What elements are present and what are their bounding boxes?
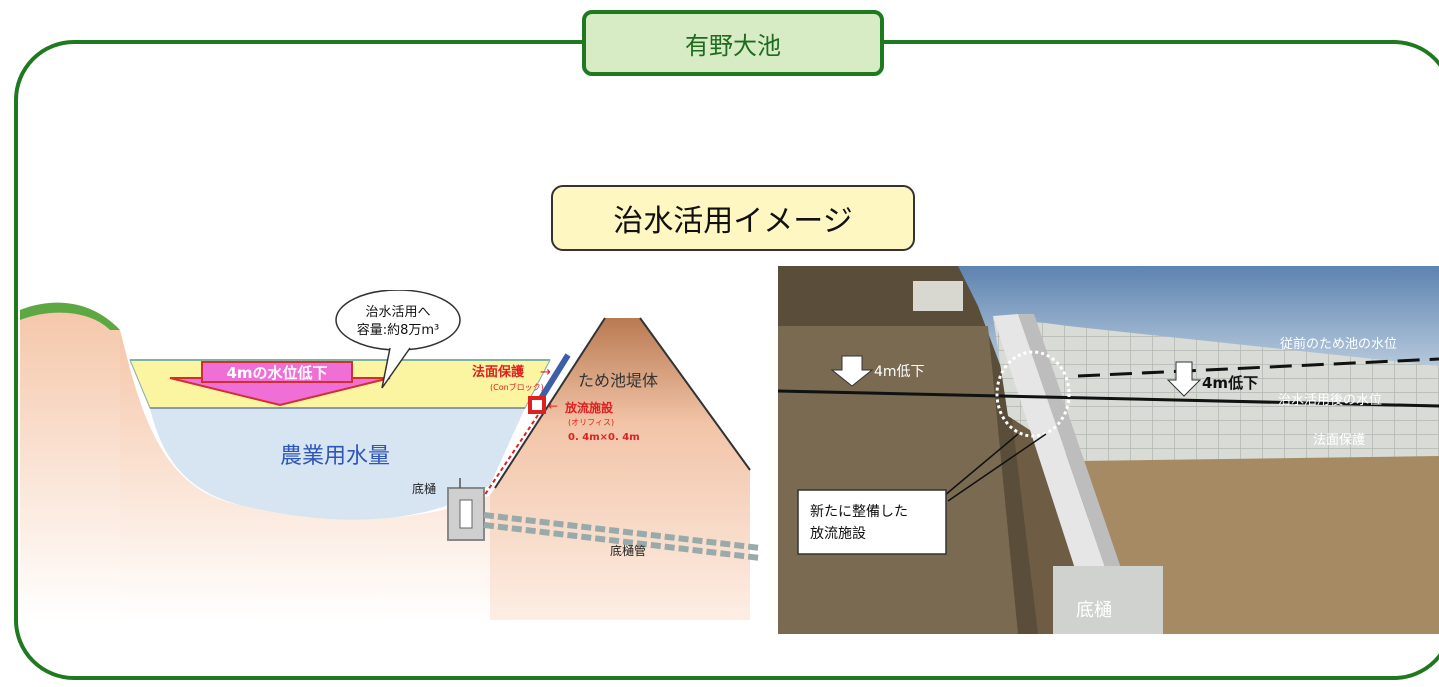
new-level-label: 治水活用後の水位: [1278, 393, 1382, 408]
dam-label: ため池堤体: [578, 371, 658, 390]
facility-callout: [797, 489, 947, 555]
prev-water-line: [1077, 357, 1439, 378]
bottom-pipe-label: 底樋管: [610, 543, 646, 558]
svg-text:←: ←: [548, 399, 558, 413]
svg-text:→: →: [540, 365, 551, 380]
outlet-highlight: [995, 350, 1071, 438]
outlet-sub: (オリフィス): [568, 418, 614, 427]
outlet-facility: [528, 396, 546, 414]
arrow-label: 4mの水位低下: [226, 364, 327, 382]
page-title-text: 有野大池: [685, 31, 781, 60]
agricultural-water: [150, 408, 525, 520]
outlet-label: 放流施設: [564, 400, 614, 415]
callout-line-1: 新たに整備した: [810, 504, 908, 520]
bottom-gate-structure: [1053, 566, 1163, 634]
outlet-size: 0. 4m×0. 4m: [568, 432, 640, 443]
bottom-pipe: [483, 512, 761, 561]
left-drop-arrow: [830, 355, 874, 387]
prev-level-label: 従前のため池の水位: [1280, 336, 1397, 352]
slope-label: 法面保護: [472, 364, 525, 380]
cross-section-diagram: 4mの水位低下 治水活用へ 容量:約8万m³ 農業用水量 法面保護 (Conブロ…: [20, 289, 761, 620]
site-photo-svg: 従前のため池の水位 4m低下 4m低下 治水活用後の水位 法面保護 新たに整備し…: [778, 266, 1439, 634]
left-hill: [20, 304, 120, 620]
stairway: [993, 314, 1108, 578]
slope-sub: (Conブロック): [490, 382, 544, 392]
slope-label-photo: 法面保護: [1313, 432, 1365, 448]
site-photo: 従前のため池の水位 4m低下 4m低下 治水活用後の水位 法面保護 新たに整備し…: [778, 266, 1439, 634]
capacity-bubble: [335, 289, 461, 351]
page-title: 有野大池: [582, 10, 884, 76]
cross-section-svg: 4mの水位低下 治水活用へ 容量:約8万m³ 農業用水量 法面保護 (Conブロ…: [20, 289, 761, 620]
water-label: 農業用水量: [280, 444, 390, 469]
left-hill-grass: [20, 302, 120, 330]
bubble-line-1: 治水活用へ: [365, 305, 430, 320]
left-drop-label: 4m低下: [874, 364, 925, 380]
image-subtitle: 治水活用イメージ: [551, 185, 915, 251]
slope-protection: [993, 316, 1439, 466]
right-drop-label: 4m低下: [1202, 374, 1258, 392]
image-subtitle-text: 治水活用イメージ: [613, 204, 853, 239]
bottom-gate-label: 底樋: [412, 481, 436, 496]
bottom-gate-photo-label: 底樋: [1076, 600, 1112, 621]
basin-ground: [120, 330, 490, 620]
dry-ground: [1078, 456, 1439, 634]
dam-body: [490, 318, 750, 620]
bubble-line-2: 容量:約8万m³: [357, 322, 440, 338]
right-drop-arrow: [1166, 361, 1202, 397]
new-water-line: [778, 389, 1439, 408]
callout-line-2: 放流施設: [810, 526, 866, 542]
